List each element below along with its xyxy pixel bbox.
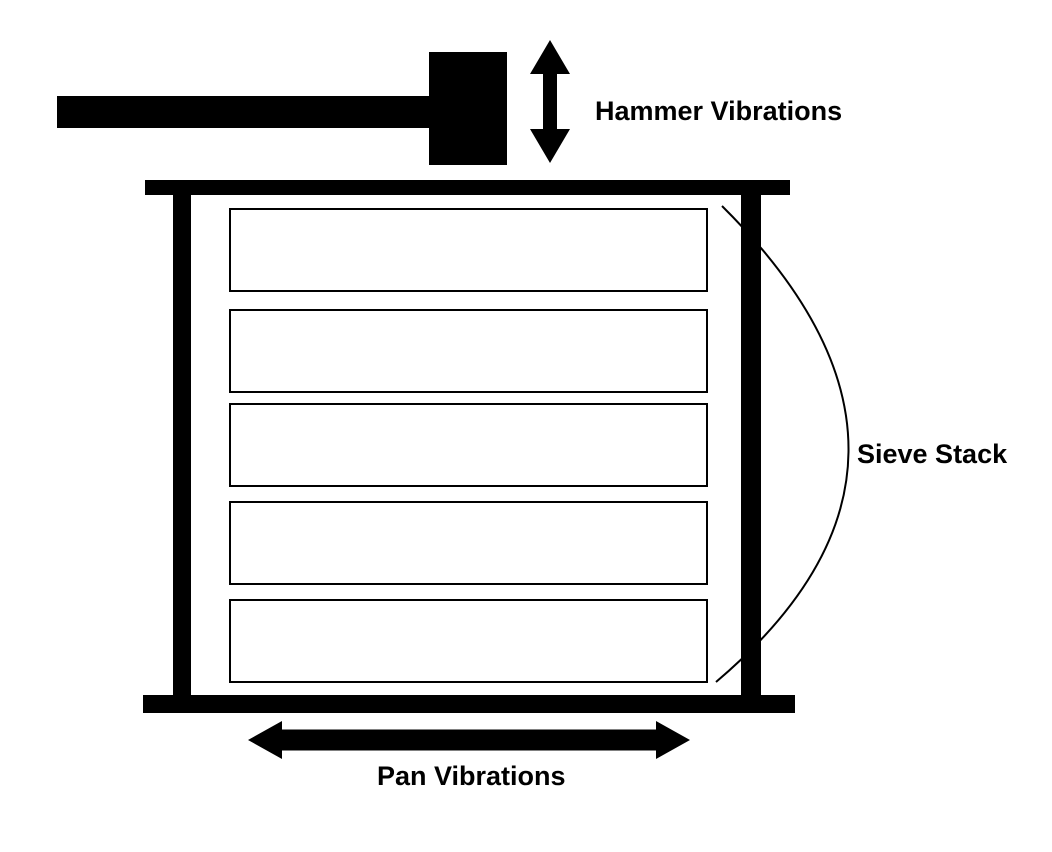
frame-left-post xyxy=(173,186,191,704)
sieve-stack-brace xyxy=(715,205,850,683)
pan-vibrations-label: Pan Vibrations xyxy=(377,761,566,791)
frame-right-post xyxy=(741,186,761,704)
frame-bottom-bar xyxy=(143,695,795,713)
sieve-tray xyxy=(229,403,708,487)
sieve-stack-group xyxy=(229,208,708,683)
frame-top-bar xyxy=(145,180,790,195)
left-right-double-arrow-icon xyxy=(248,721,690,759)
sieve-stack-label: Sieve Stack xyxy=(857,439,1008,469)
hammer-arm xyxy=(57,96,436,128)
sieve-tray xyxy=(229,501,708,585)
sieve-tray xyxy=(229,599,708,683)
sieve-tray xyxy=(229,309,708,393)
up-down-double-arrow-icon xyxy=(530,40,570,163)
hammer-head xyxy=(429,52,507,165)
hammer-vibrations-label: Hammer Vibrations xyxy=(595,96,843,126)
sieve-tray xyxy=(229,208,708,292)
